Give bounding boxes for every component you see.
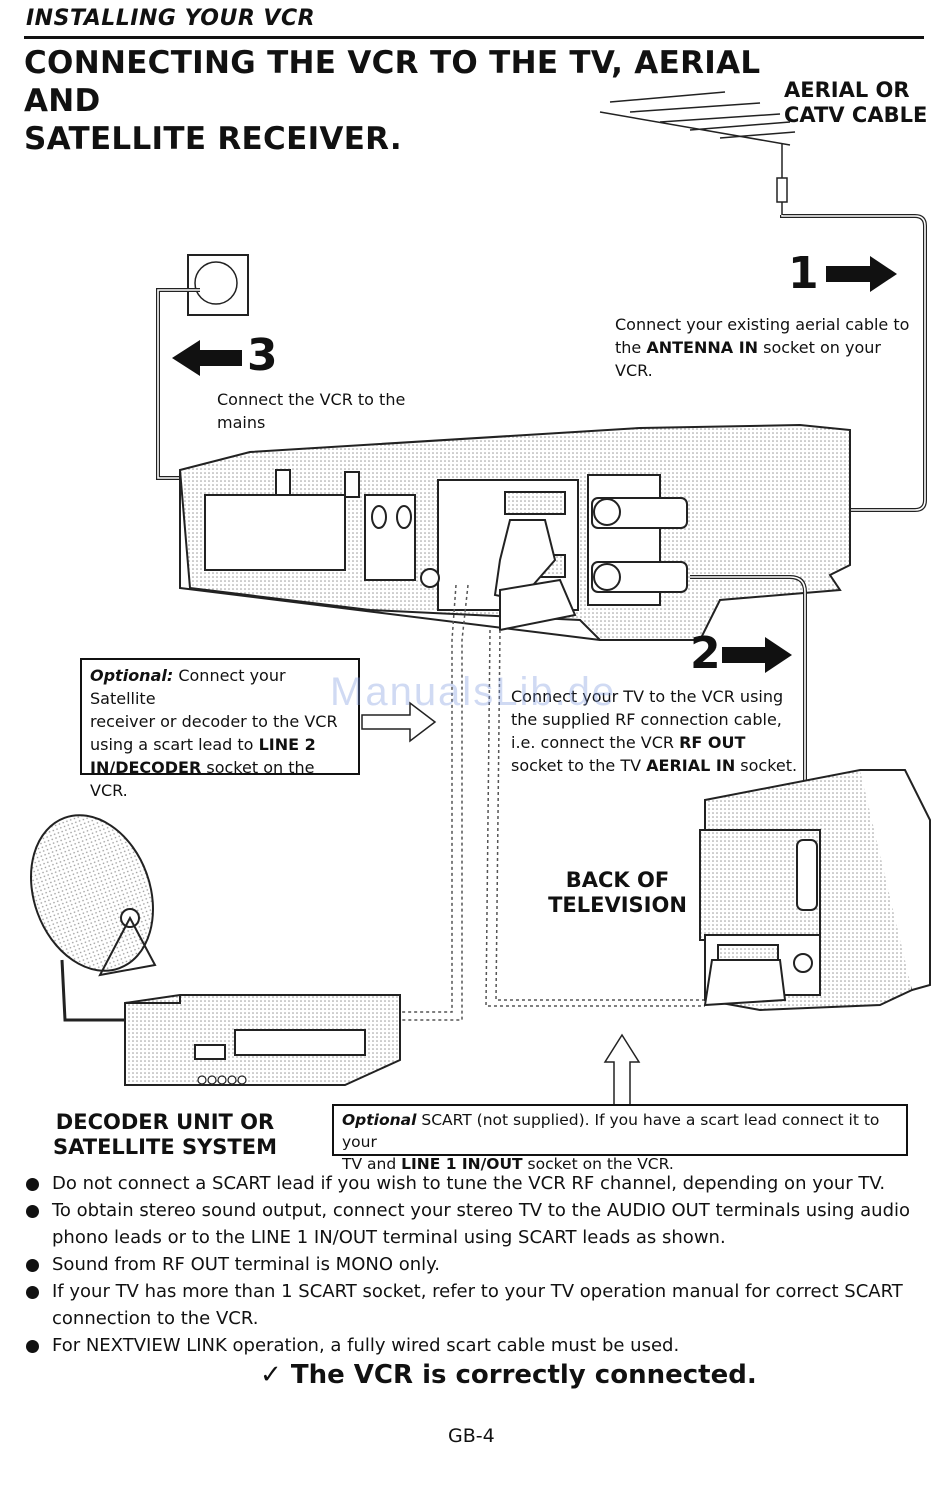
- antenna-in-label: ANTENNA IN: [646, 338, 759, 357]
- step3-text: Connect the VCR to the: [217, 390, 406, 409]
- step1-arrow-icon: [826, 256, 897, 292]
- step1-text: Connect your existing aerial cable to: [615, 315, 910, 334]
- optional-scart-box: Optional SCART (not supplied). If you ha…: [332, 1104, 908, 1173]
- back-of-television-label: BACK OF TELEVISION: [545, 868, 690, 918]
- optional-label: Optional:: [90, 666, 174, 685]
- mains-socket-icon: [187, 254, 249, 316]
- note-item: Do not connect a SCART lead if you wish …: [24, 1170, 924, 1197]
- mains-cable: [156, 288, 215, 480]
- optional-text: receiver or decoder to the VCR: [90, 712, 338, 731]
- note-item: For NEXTVIEW LINK operation, a fully wir…: [24, 1332, 924, 1359]
- step3-number: 3: [247, 330, 278, 381]
- decoder-socket-label: IN/DECODER: [90, 758, 202, 777]
- step2-text: socket.: [735, 756, 798, 775]
- step3-arrow-icon: [172, 340, 242, 376]
- step2-text: socket to the TV: [511, 756, 647, 775]
- optional-satellite-box: Optional: Connect your Satellite receive…: [80, 658, 360, 800]
- step1-text: VCR.: [615, 361, 653, 380]
- optional-text: TV and: [342, 1155, 402, 1173]
- optional-text: VCR.: [90, 781, 128, 800]
- line2-label: LINE 2: [258, 735, 316, 754]
- decoder-label-line-2: SATELLITE SYSTEM: [53, 1135, 277, 1159]
- step1-caption: Connect your existing aerial cable to th…: [615, 313, 915, 382]
- step2-arrow-icon: [722, 637, 792, 673]
- back-tv-line-2: TELEVISION: [548, 893, 687, 917]
- decoder-label-line-1: DECODER UNIT OR: [55, 1110, 275, 1134]
- confirmation-text: The VCR is correctly connected.: [290, 1360, 757, 1390]
- optional-text: socket on the VCR.: [522, 1155, 674, 1173]
- optional-text: SCART (not supplied). If you have a scar…: [342, 1111, 880, 1151]
- hollow-arrow-right-icon: [361, 701, 437, 743]
- step1-text: the: [615, 338, 647, 357]
- step2-number: 2: [690, 628, 721, 679]
- aerial-label-line-1: AERIAL OR: [784, 78, 910, 102]
- line1-label: LINE 1 IN/OUT: [401, 1155, 523, 1173]
- step2-text: i.e. connect the VCR: [511, 733, 680, 752]
- note-item: Sound from RF OUT terminal is MONO only.: [24, 1251, 924, 1278]
- hollow-arrow-up-icon: [603, 1033, 641, 1106]
- back-tv-line-1: BACK OF: [565, 868, 670, 892]
- page-title: CONNECTING THE VCR TO THE TV, AERIAL AND…: [24, 44, 784, 158]
- aerial-antenna-icon: [599, 91, 796, 215]
- page-title-line-1: CONNECTING THE VCR TO THE TV, AERIAL AND: [24, 45, 761, 119]
- step1-text: socket on your: [758, 338, 881, 357]
- header-rule: [24, 36, 924, 39]
- television-back: [699, 768, 931, 1012]
- rf-out-label: RF OUT: [679, 733, 746, 752]
- step2-caption: Connect your TV to the VCR using the sup…: [511, 685, 811, 777]
- optional-text: using a scart lead to: [90, 735, 259, 754]
- optional-text: Connect your Satellite: [90, 666, 286, 708]
- checkmark-icon: ✓: [260, 1360, 282, 1390]
- satellite-dish-icon: [30, 814, 157, 1022]
- aerial-in-label: AERIAL IN: [646, 756, 736, 775]
- step2-text: the supplied RF connection cable,: [511, 710, 782, 729]
- page-title-line-2: SATELLITE RECEIVER.: [24, 121, 402, 157]
- confirmation-line: ✓ The VCR is correctly connected.: [260, 1360, 757, 1390]
- aerial-label: AERIAL OR CATV CABLE: [784, 78, 927, 128]
- note-item: To obtain stereo sound output, connect y…: [24, 1197, 924, 1251]
- notes-list: Do not connect a SCART lead if you wish …: [24, 1170, 924, 1359]
- page-number: GB-4: [448, 1425, 495, 1447]
- vcr-back-panel: [178, 423, 851, 641]
- scart-lead-dotted: [400, 584, 705, 1021]
- step1-number: 1: [788, 248, 819, 299]
- optional-label: Optional: [342, 1111, 417, 1129]
- watermark: ManualsLib.de: [330, 670, 617, 714]
- optional-text: socket on the: [201, 758, 315, 777]
- note-item: If your TV has more than 1 SCART socket,…: [24, 1278, 924, 1332]
- decoder-unit-label: DECODER UNIT OR SATELLITE SYSTEM: [40, 1110, 290, 1160]
- aerial-label-line-2: CATV CABLE: [784, 103, 928, 127]
- section-title: INSTALLING YOUR VCR: [26, 6, 316, 31]
- step2-text: Connect your TV to the VCR using: [511, 687, 784, 706]
- step3-caption: Connect the VCR to the mains: [217, 388, 417, 434]
- decoder-unit: [124, 994, 401, 1086]
- step3-text: mains: [217, 413, 266, 432]
